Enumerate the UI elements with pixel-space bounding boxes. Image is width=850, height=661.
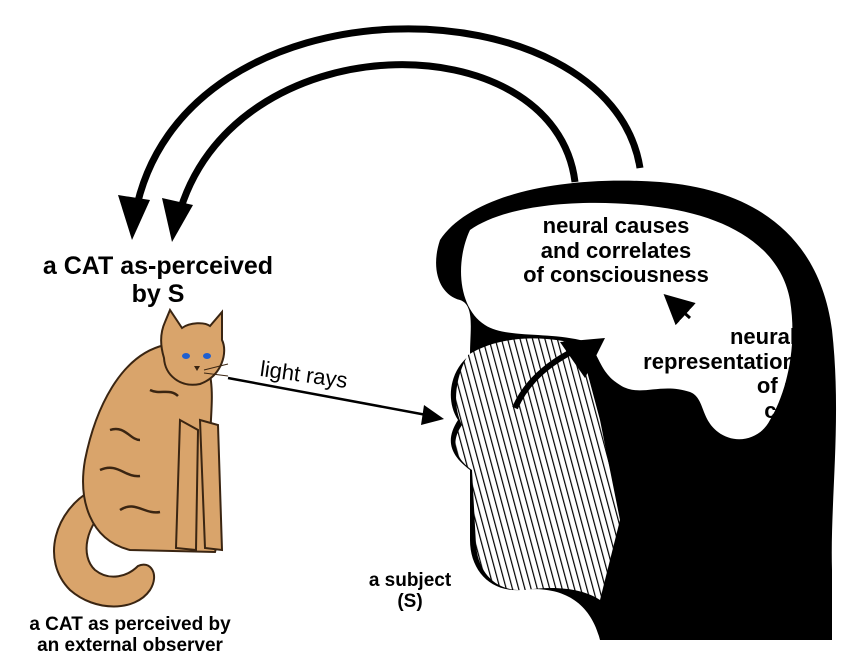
- cat-as-perceived-by-s-line2: by S: [131, 280, 185, 308]
- subject-line2: (S): [397, 591, 423, 613]
- neural-causes-line3: of consciousness: [523, 262, 709, 288]
- cat-as-perceived-by-s-line1: a CAT as-perceived: [42, 252, 274, 280]
- light-ray-arrow: [227, 376, 444, 425]
- neural-causes-line1: neural causes: [542, 213, 690, 238]
- neural-representation-label: neural representation of a cat: [592, 324, 796, 424]
- brain-outline: [461, 202, 793, 440]
- cat-whiskers: [203, 363, 229, 377]
- subject-line1: a subject: [368, 570, 452, 591]
- neural-rep-line3: of a: [756, 373, 796, 399]
- curved-arrow-head: [560, 338, 605, 378]
- cat-right-eye: [203, 353, 211, 359]
- head-silhouette: [436, 180, 837, 640]
- rep-pointer-arrow: [663, 293, 696, 326]
- cat-head: [160, 307, 226, 386]
- neural-rep-line1: neural: [729, 324, 796, 349]
- cat-stripes: [99, 388, 179, 514]
- inner-feedback-arc: [174, 61, 579, 219]
- neural-causes-label: neural causes and correlates of consciou…: [488, 213, 744, 288]
- cat-front-legs: [174, 418, 224, 552]
- external-line2: an external observer: [37, 635, 223, 657]
- face-hatching: [455, 338, 620, 600]
- cat-left-eye: [182, 353, 190, 359]
- cat-as-perceived-by-s-label: a CAT as-perceived by S: [0, 252, 316, 308]
- neural-rep-line2: representation: [643, 348, 796, 374]
- neural-rep-line4: cat: [764, 397, 796, 423]
- neural-causes-line2: and correlates: [540, 237, 692, 263]
- cat-tail: [53, 488, 156, 608]
- feedback-arcs: [118, 25, 644, 242]
- outer-arc-arrowhead: [118, 195, 150, 240]
- external-line1: a CAT as perceived by: [29, 614, 231, 635]
- subject-label: a subject (S): [350, 570, 470, 613]
- cat-illustration: [53, 307, 229, 608]
- cat-nose: [194, 366, 200, 371]
- outer-feedback-arc: [131, 25, 644, 216]
- external-observer-label: a CAT as perceived by an external observ…: [0, 614, 260, 657]
- curved-arrow: [512, 347, 577, 410]
- inner-arc-arrowhead: [162, 198, 193, 242]
